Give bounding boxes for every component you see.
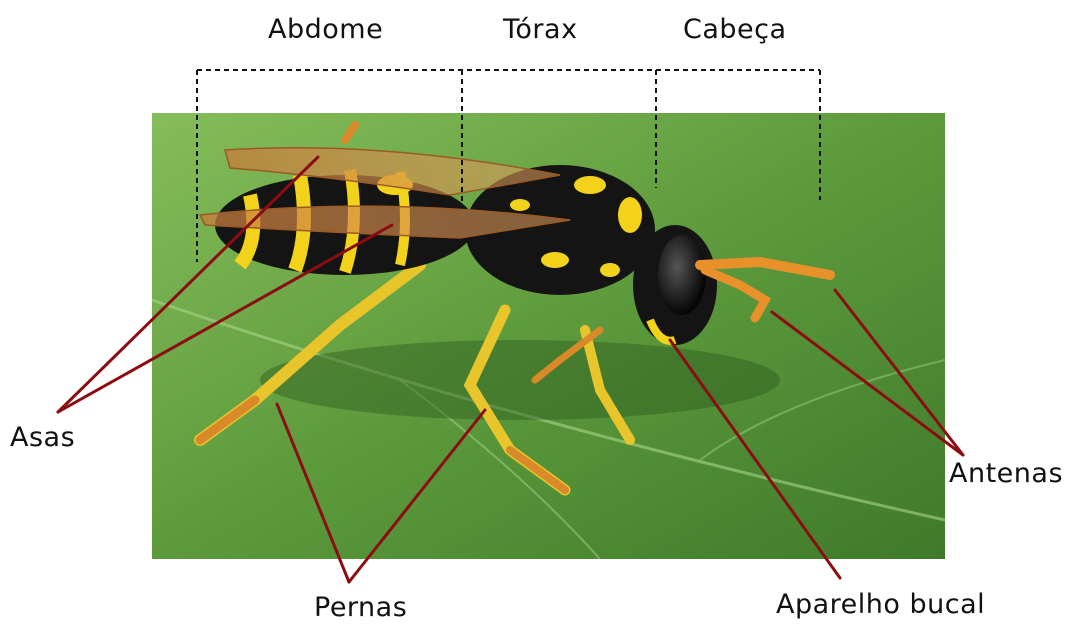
- wasp-head: [633, 225, 717, 345]
- label-antenas: Antenas: [949, 460, 1063, 487]
- label-aparelho-bucal: Aparelho bucal: [776, 591, 985, 618]
- wasp-shadow: [260, 340, 780, 420]
- label-torax: Tórax: [503, 16, 578, 43]
- label-abdome: Abdome: [268, 16, 383, 43]
- label-pernas: Pernas: [314, 594, 407, 621]
- label-cabeca: Cabeça: [683, 16, 787, 43]
- wasp-photo: [152, 113, 945, 559]
- label-asas: Asas: [10, 424, 75, 451]
